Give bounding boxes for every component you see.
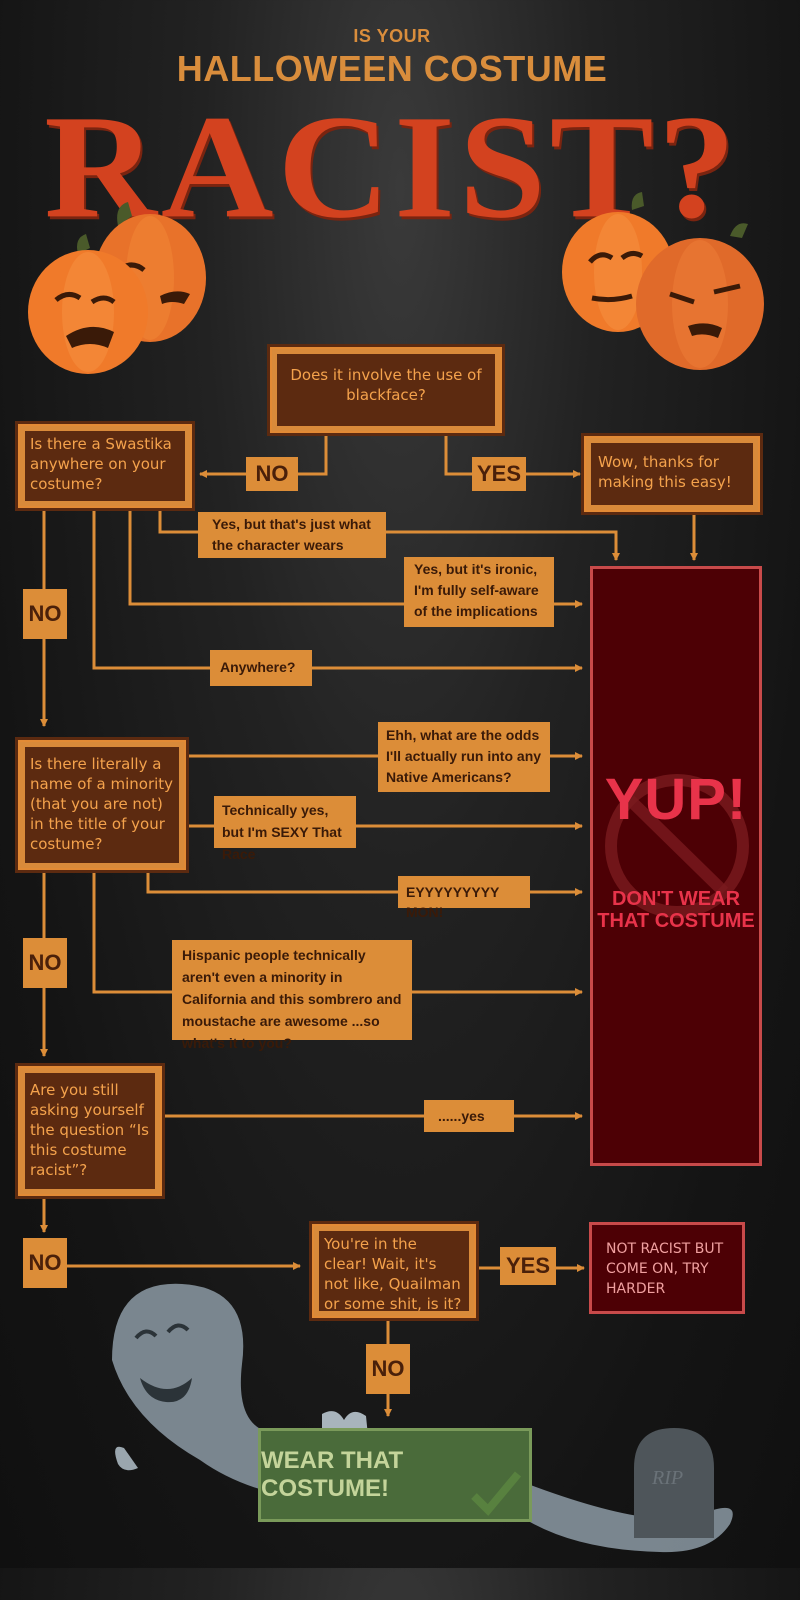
- question-blackface: Does it involve the use of blackface?: [267, 344, 505, 436]
- pumpkin-icon: [28, 234, 148, 374]
- no-label: NO: [246, 457, 298, 491]
- checkmark-icon: [471, 1471, 522, 1516]
- answer-mon: EYYYYYYYYY MON!: [398, 876, 530, 920]
- answer-hispanic: Hispanic people technically aren't even …: [172, 940, 412, 1051]
- wear-costume-text: WEAR THAT COSTUME!: [261, 1447, 404, 1502]
- question-clear: You're in the clear! Wait, it's not like…: [309, 1221, 479, 1321]
- pumpkins-decoration: [28, 192, 764, 374]
- prohibited-icon: [605, 774, 749, 918]
- no-label: NO: [23, 1238, 67, 1288]
- no-label: NO: [23, 589, 67, 639]
- yes-label: YES: [500, 1247, 556, 1285]
- question-swastika-text: Is there a Swastika anywhere on your cos…: [30, 435, 172, 493]
- question-minority-text: Is there literally a name of a minority …: [30, 755, 174, 853]
- question-asking-text: Are you still asking yourself the questi…: [30, 1081, 149, 1179]
- answer-yes-dots: ......yes: [424, 1100, 514, 1132]
- pumpkin-icon: [636, 223, 764, 370]
- yes-label: YES: [472, 457, 526, 491]
- answer-sexy: Technically yes, but I'm SEXY That Race: [214, 796, 356, 862]
- thanks-text: Wow, thanks for making this easy!: [598, 453, 732, 491]
- verdict-yup: YUP!: [604, 767, 748, 832]
- no-label: NO: [23, 938, 67, 988]
- answer-character: Yes, but that's just what the character …: [198, 512, 386, 558]
- rip-text: RIP: [651, 1467, 683, 1489]
- answer-odds: Ehh, what are the odds I'll actually run…: [378, 722, 550, 792]
- answer-ironic: Yes, but it's ironic, I'm fully self-awa…: [404, 557, 554, 627]
- subtitle-line-1: IS YOUR: [353, 26, 431, 46]
- question-swastika: Is there a Swastika anywhere on your cos…: [15, 421, 195, 511]
- verdict-dont-line2: THAT COSTUME: [597, 910, 755, 932]
- question-clear-text: You're in the clear! Wait, it's not like…: [324, 1235, 462, 1313]
- verdict-dont-wear: DON'T WEAR THAT COSTUME: [590, 888, 762, 932]
- tombstone-icon: RIP: [634, 1428, 714, 1538]
- no-label: NO: [366, 1344, 410, 1394]
- question-minority: Is there literally a name of a minority …: [15, 737, 189, 873]
- subtitle-line-2: HALLOWEEN COSTUME: [176, 48, 608, 89]
- thanks-box: Wow, thanks for making this easy!: [581, 433, 763, 515]
- answer-anywhere: Anywhere?: [210, 650, 312, 686]
- question-blackface-text: Does it involve the use of blackface?: [290, 366, 482, 404]
- not-racist-text: NOT RACIST BUT COME ON, TRY HARDER: [606, 1241, 724, 1297]
- not-racist-box: NOT RACIST BUT COME ON, TRY HARDER: [589, 1222, 745, 1314]
- question-asking: Are you still asking yourself the questi…: [15, 1063, 165, 1199]
- verdict-dont-line1: DON'T WEAR: [611, 888, 741, 910]
